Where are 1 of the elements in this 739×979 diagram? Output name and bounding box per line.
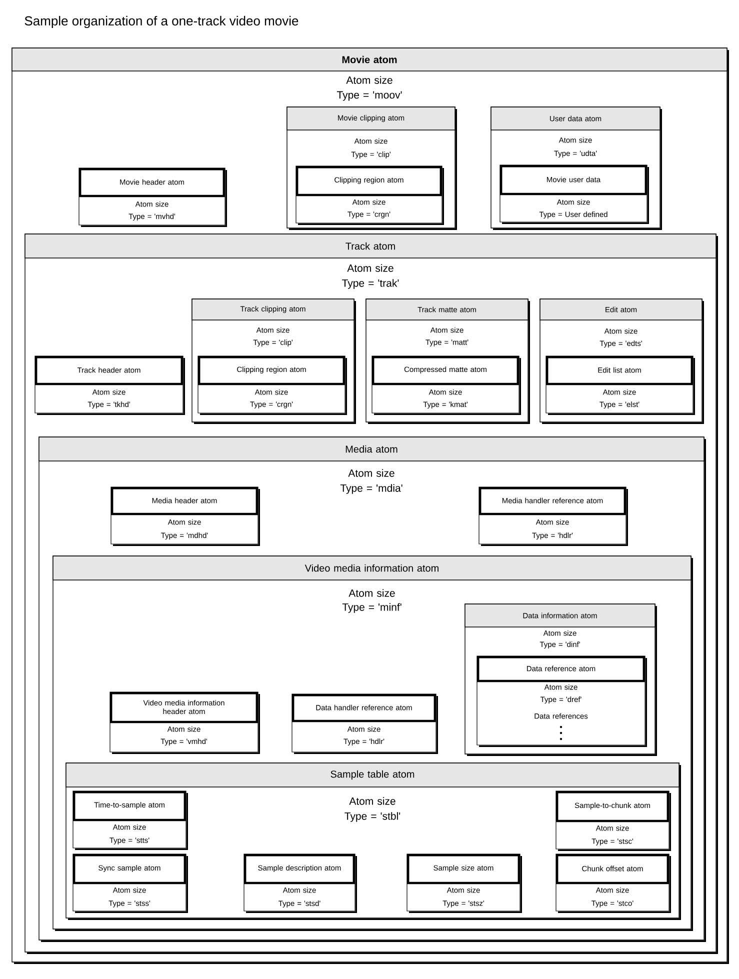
- title: Sample organization of a one-track video movie: [24, 16, 298, 28]
